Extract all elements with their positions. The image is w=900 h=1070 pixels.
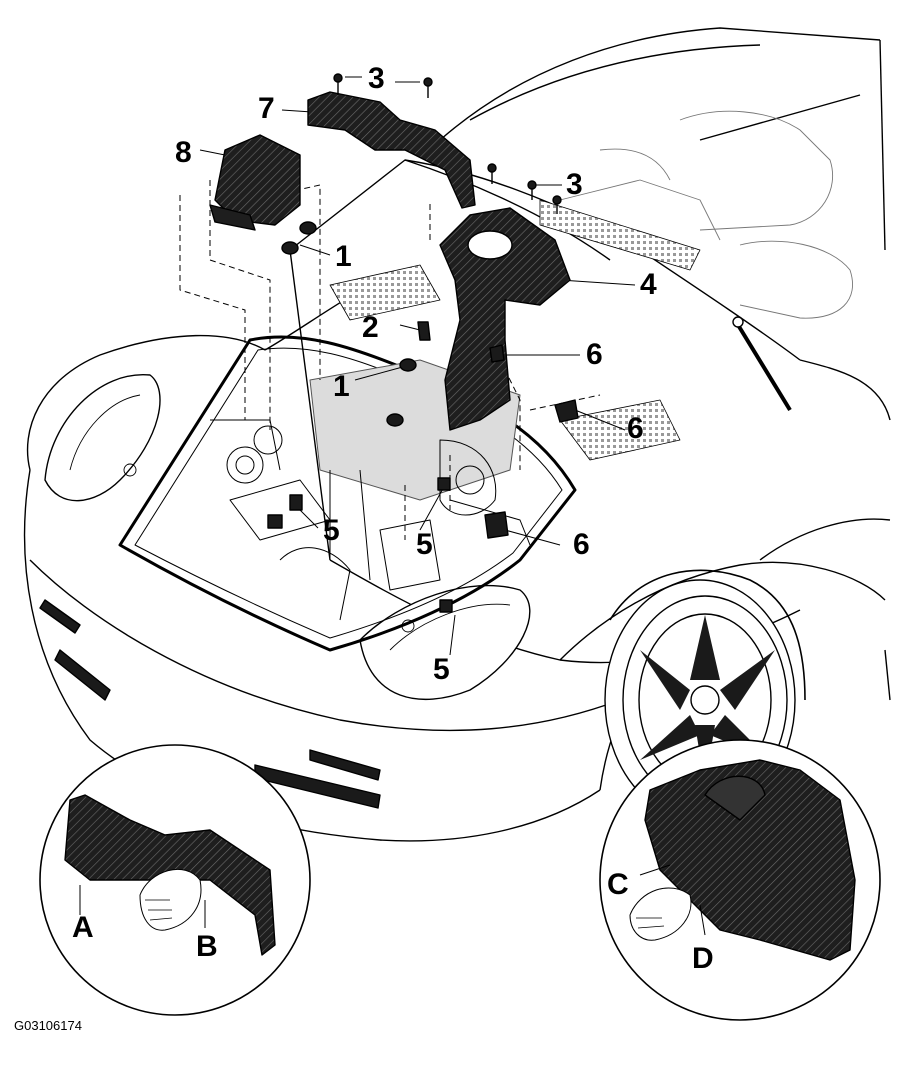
callout-6-lower: 6: [573, 528, 590, 561]
right-headlight: [359, 584, 531, 701]
part-7-deflector: [307, 91, 476, 209]
callout-3-top: 3: [368, 62, 385, 95]
callout-d: D: [692, 942, 714, 975]
detail-circle-ab: [39, 744, 311, 1016]
callout-7: 7: [258, 92, 275, 125]
interior-outline: [559, 110, 853, 319]
leader-lines: [199, 76, 636, 656]
callout-3-right: 3: [566, 168, 583, 201]
detail-circle-cd: [599, 739, 881, 1021]
callout-1-lower: 1: [333, 370, 350, 403]
part-4-duct-opening: [467, 230, 513, 260]
cowl-grilles: [329, 199, 701, 461]
callout-5-middle: 5: [416, 528, 433, 561]
luggage-compartment-seal: [118, 335, 577, 652]
callout-6-middle: 6: [627, 412, 644, 445]
fasteners: [267, 73, 579, 613]
windshield-frame: [439, 27, 886, 251]
part-8-bracket: [209, 204, 256, 231]
callout-b: B: [196, 930, 218, 963]
callout-8: 8: [175, 136, 192, 169]
callout-5-lower: 5: [433, 653, 450, 686]
callout-1-upper: 1: [335, 240, 352, 273]
part-4-air-duct: [439, 207, 571, 431]
callout-4: 4: [640, 268, 657, 301]
callout-a: A: [72, 911, 94, 944]
callout-6-upper: 6: [586, 338, 603, 371]
callout-c: C: [607, 868, 629, 901]
part-8-cover: [214, 134, 301, 226]
bumper-intakes: [39, 599, 381, 809]
callout-5-left: 5: [323, 514, 340, 547]
callout-2: 2: [362, 311, 379, 344]
hood-strut: [732, 316, 792, 412]
left-headlight: [44, 374, 161, 502]
figure-id-label: G03106174: [14, 1018, 82, 1033]
